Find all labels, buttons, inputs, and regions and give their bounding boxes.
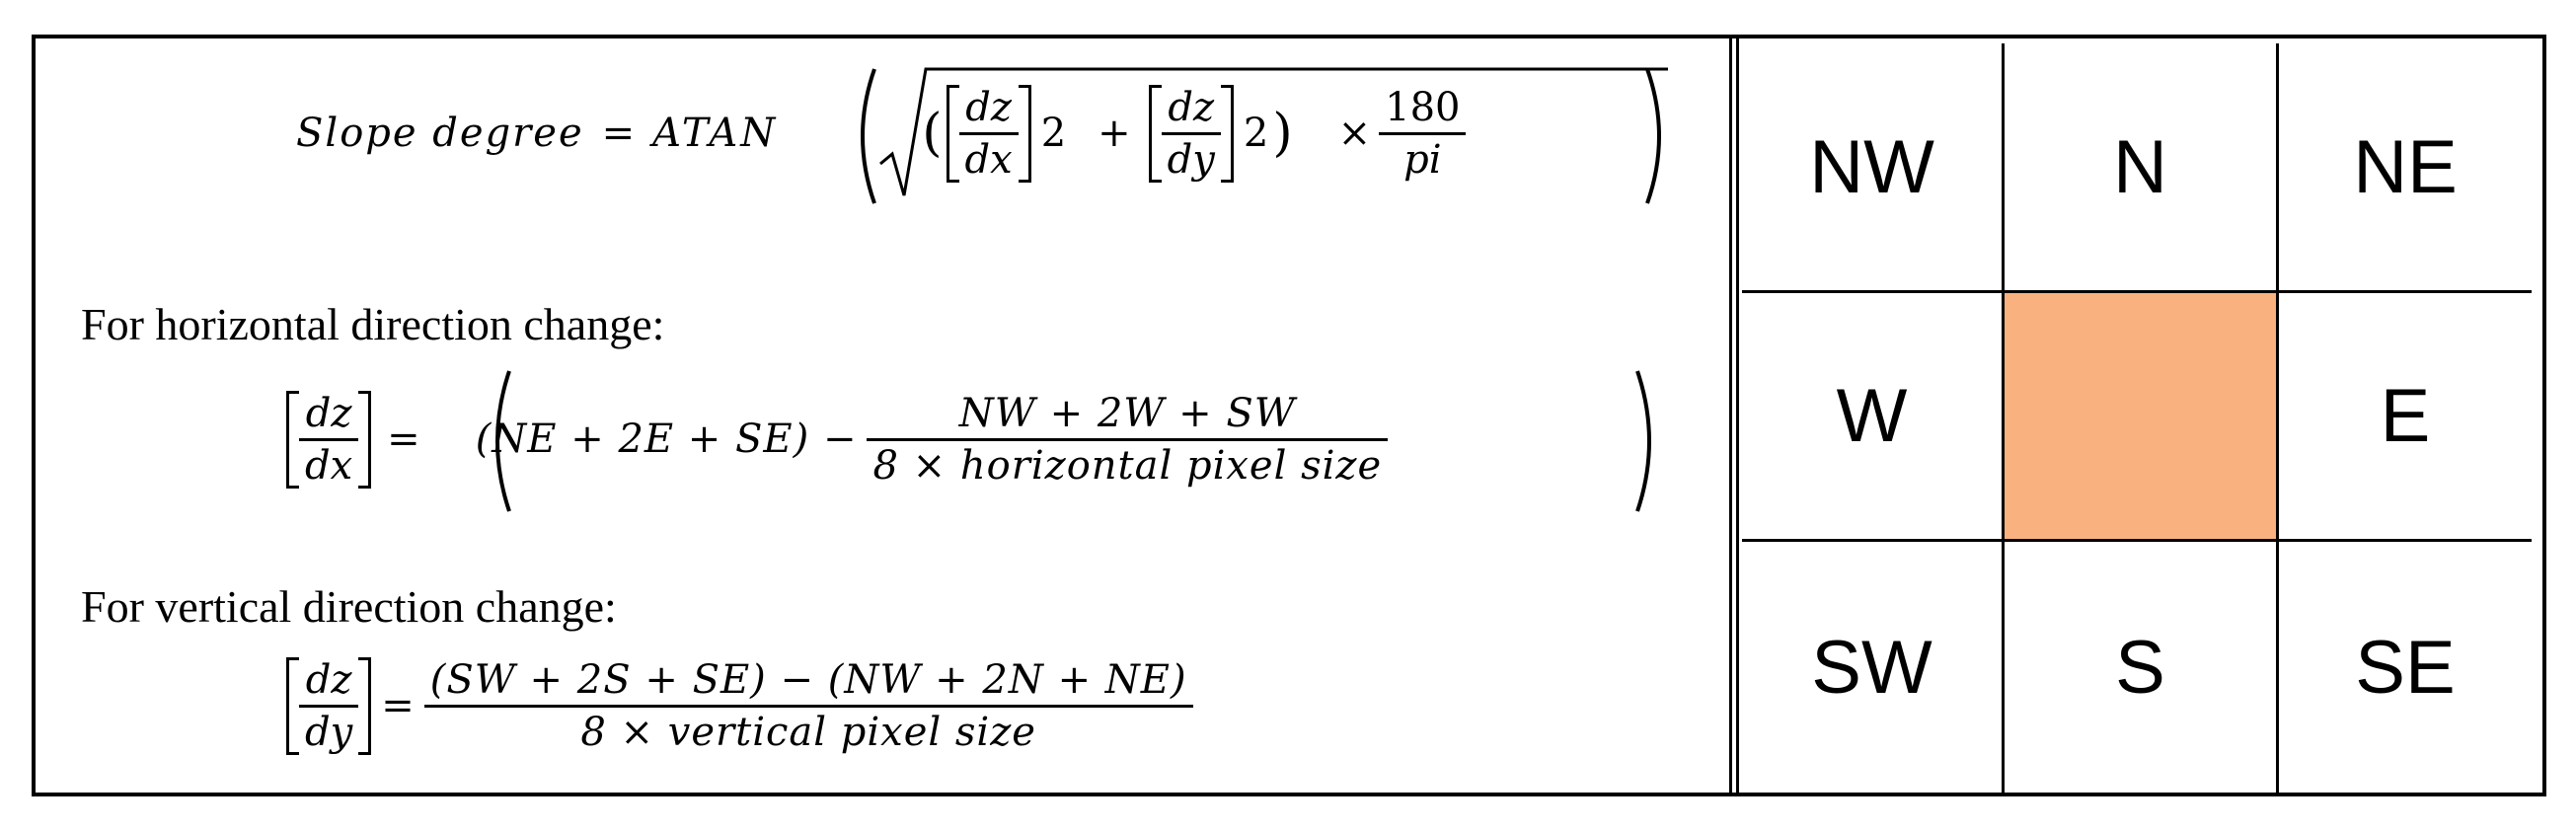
times-sign: × — [1337, 111, 1372, 156]
cell-w: W — [1742, 293, 2005, 542]
horizontal-left-paren — [495, 370, 511, 512]
panel-divider — [1729, 35, 1739, 796]
vertical-label: For vertical direction change: — [81, 581, 617, 632]
cell-e: E — [2279, 293, 2532, 542]
slope-func: ATAN — [652, 111, 779, 156]
sqrt-sign — [879, 67, 1668, 196]
slope-equals: = — [601, 111, 636, 156]
slope-left-paren — [861, 68, 876, 204]
cell-center — [2005, 293, 2279, 542]
slope-right-paren — [1645, 68, 1661, 204]
horizontal-label: For horizontal direction change: — [81, 299, 665, 349]
neighborhood-grid: NW N NE W E SW S SE — [1742, 43, 2532, 794]
cell-sw: SW — [1742, 542, 2005, 794]
cell-ne: NE — [2279, 43, 2532, 293]
horizontal-term1: (NE + 2E + SE) − — [475, 416, 858, 462]
cell-se: SE — [2355, 626, 2456, 710]
outer-frame — [32, 35, 2546, 796]
cell-n: N — [2005, 43, 2279, 293]
slope-lhs: Slope degree — [296, 111, 584, 156]
horizontal-right-paren — [1635, 370, 1651, 512]
cell-s: S — [2005, 542, 2279, 794]
vertical-fraction: (SW + 2S + SE) − (NW + 2N + NE)8 × verti… — [423, 657, 1193, 755]
cell-nw: NW — [1742, 43, 2005, 293]
